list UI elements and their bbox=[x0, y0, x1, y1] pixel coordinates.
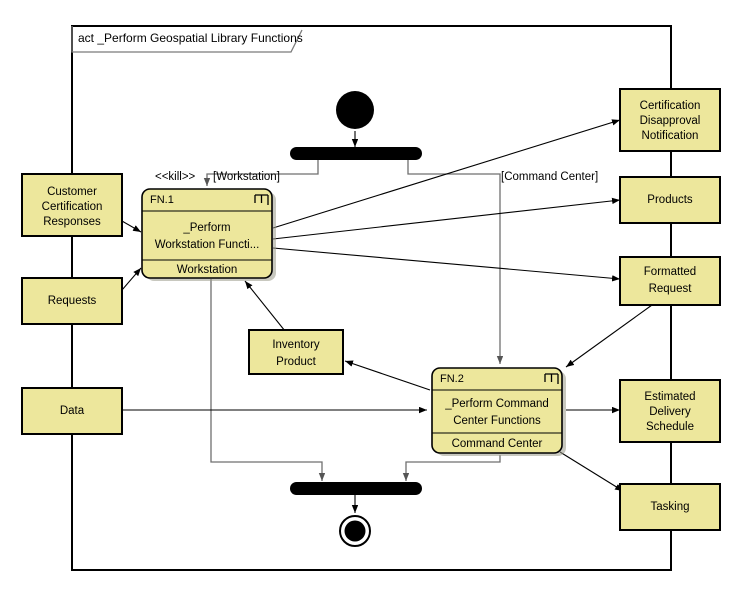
rake-icon bbox=[544, 373, 559, 384]
object-label-line: Tasking bbox=[651, 501, 690, 513]
frame-title: act _Perform Geospatial Library Function… bbox=[78, 31, 303, 45]
object-node-tasking[interactable]: Tasking bbox=[619, 483, 721, 531]
activity-node-fn1[interactable]: FN.1 _Perform Workstation Functi... Work… bbox=[141, 188, 276, 281]
object-label-line: Notification bbox=[642, 130, 699, 142]
activity-name-line: Workstation Functi... bbox=[155, 239, 260, 251]
object-node-requests[interactable]: Requests bbox=[21, 277, 123, 325]
object-label-line: Responses bbox=[43, 216, 101, 228]
object-node-estimated-delivery-schedule[interactable]: Estimated Delivery Schedule bbox=[619, 379, 721, 443]
object-label-line: Certification bbox=[640, 100, 701, 112]
control-flow-edges bbox=[203, 131, 504, 513]
activity-partition-fn2: Command Center bbox=[452, 438, 543, 450]
object-label-line: Schedule bbox=[646, 421, 694, 433]
activity-header-fn2: FN.2 bbox=[440, 373, 464, 385]
activity-name-line: _Perform Command bbox=[444, 398, 549, 410]
activity-name-line: _Perform bbox=[182, 222, 230, 234]
object-label-line: Formatted bbox=[644, 266, 696, 278]
kill-stereotype-label: <<kill>> bbox=[155, 171, 196, 183]
object-label-line: Requests bbox=[48, 295, 97, 307]
fork-bar bbox=[290, 147, 422, 160]
activity-partition-fn1: Workstation bbox=[177, 264, 238, 276]
object-node-customer-certification-responses[interactable]: Customer Certification Responses bbox=[21, 173, 123, 237]
object-label-line: Disapproval bbox=[640, 115, 701, 127]
activity-final-node bbox=[339, 515, 371, 547]
object-label-line: Delivery bbox=[649, 406, 691, 418]
object-node-inventory-product[interactable]: Inventory Product bbox=[248, 329, 344, 375]
object-label-line: Request bbox=[649, 283, 693, 295]
object-label-line: Customer bbox=[47, 186, 97, 198]
object-node-formatted-request[interactable]: Formatted Request bbox=[619, 256, 721, 306]
object-node-data[interactable]: Data bbox=[21, 387, 123, 435]
object-node-certification-disapproval-notification[interactable]: Certification Disapproval Notification bbox=[619, 88, 721, 152]
object-label-line: Product bbox=[276, 356, 316, 368]
object-node-products[interactable]: Products bbox=[619, 176, 721, 224]
object-flow-edges bbox=[121, 119, 653, 492]
workstation-guard-label: [Workstation] bbox=[213, 171, 280, 183]
command-center-guard-label: [Command Center] bbox=[501, 171, 598, 183]
object-label-line: Data bbox=[60, 405, 85, 417]
object-label-line: Certification bbox=[42, 201, 103, 213]
object-label-line: Inventory bbox=[272, 339, 320, 351]
activity-node-fn2[interactable]: FN.2 _Perform Command Center Functions C… bbox=[431, 367, 566, 456]
object-label-line: Estimated bbox=[644, 391, 695, 403]
join-bar bbox=[290, 482, 422, 495]
activity-name-line: Center Functions bbox=[453, 415, 541, 427]
activity-header-fn1: FN.1 bbox=[150, 194, 174, 206]
initial-node bbox=[336, 91, 374, 129]
object-label-line: Products bbox=[647, 194, 693, 206]
rake-icon bbox=[254, 194, 269, 205]
